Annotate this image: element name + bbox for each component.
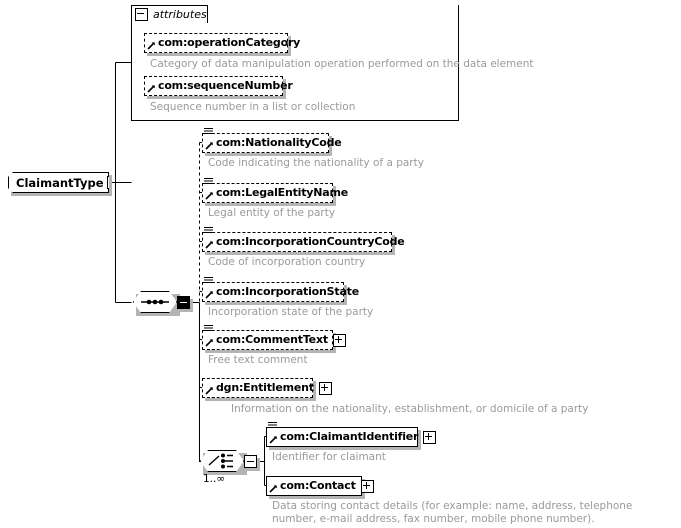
attribute-description: Category of data manipulation operation … [150, 58, 534, 70]
minus-box-icon[interactable] [107, 176, 120, 189]
element-node-Contact[interactable]: com:Contact [266, 476, 374, 499]
sequence-lines-icon [204, 128, 213, 134]
sequence-icon [141, 299, 169, 305]
element-description: Incorporation state of the party [208, 306, 374, 318]
element-label: com:ClaimantIdentifier [280, 430, 419, 443]
sequence-lines-icon [204, 325, 213, 331]
attribute-label: com:operationCategory [158, 36, 301, 49]
element-arrow-icon [205, 142, 213, 150]
element-node-IncorporationState[interactable]: com:IncorporationState [202, 277, 359, 305]
element-arrow-icon [269, 485, 277, 493]
attribute-node-operationCategory[interactable]: com:operationCategory [144, 33, 300, 56]
attribute-arrow-icon [147, 85, 155, 93]
sequence-lines-icon [204, 227, 213, 233]
element-label: com:NationalityCode [216, 136, 342, 149]
element-description: Legal entity of the party [208, 207, 336, 219]
element-node-CommentText[interactable]: com:CommentText [202, 325, 346, 353]
choice-icon [208, 453, 233, 469]
attribute-description: Sequence number in a list or collection [150, 101, 356, 113]
minus-box-icon[interactable] [135, 8, 148, 21]
element-description: Information on the nationality, establis… [231, 403, 589, 415]
element-label: com:IncorporationCountryCode [216, 235, 405, 248]
element-description: Data storing contact details (for exampl… [272, 500, 633, 525]
sequence-compositor[interactable] [133, 291, 193, 316]
choice-collapse-button[interactable] [244, 455, 257, 468]
sequence-lines-icon [204, 277, 213, 283]
expand-plus-icon[interactable] [423, 430, 437, 444]
element-label: com:IncorporationState [216, 285, 359, 298]
element-description: Code of incorporation country [208, 256, 366, 268]
element-arrow-icon [205, 387, 213, 395]
element-node-NationalityCode[interactable]: com:NationalityCode [202, 128, 342, 156]
attribute-label: com:sequenceNumber [158, 79, 293, 92]
element-label: dgn:Entitlement [216, 381, 314, 394]
element-node-ClaimantIdentifier[interactable]: com:ClaimantIdentifier [266, 422, 437, 450]
element-node-LegalEntityName[interactable]: com:LegalEntityName [202, 178, 348, 206]
element-description: Code indicating the nationality of a par… [208, 157, 424, 169]
attributes-panel [131, 5, 459, 121]
element-description: Free text comment [208, 354, 308, 366]
element-label: com:LegalEntityName [216, 186, 349, 199]
expand-plus-icon[interactable] [332, 333, 346, 347]
choice-compositor[interactable] [200, 450, 260, 475]
expand-plus-icon[interactable] [318, 381, 332, 395]
sequence-collapse-button[interactable] [177, 296, 190, 309]
element-description: Identifier for claimant [272, 451, 386, 463]
element-node-Entitlement[interactable]: dgn:Entitlement [202, 378, 332, 401]
attribute-arrow-icon [147, 42, 155, 50]
page-title: ClaimantType [16, 175, 104, 190]
sequence-lines-icon [268, 422, 277, 428]
choice-occurrence-label: 1..∞ [203, 473, 226, 485]
attributes-tab-label: attributes [153, 8, 207, 21]
element-arrow-icon [269, 436, 277, 444]
element-arrow-icon [205, 241, 213, 249]
element-label: com:Contact [280, 479, 356, 492]
element-arrow-icon [205, 192, 213, 200]
expand-plus-icon[interactable] [360, 479, 374, 493]
element-label: com:CommentText [216, 333, 328, 346]
element-arrow-icon [205, 339, 213, 347]
root-type-node[interactable]: ClaimantType [8, 172, 109, 196]
attribute-node-sequenceNumber[interactable]: com:sequenceNumber [144, 76, 293, 99]
sequence-lines-icon [204, 178, 213, 184]
element-arrow-icon [205, 291, 213, 299]
attributes-tab[interactable]: attributes [131, 5, 208, 23]
element-node-IncorporationCountryCode[interactable]: com:IncorporationCountryCode [202, 227, 405, 255]
